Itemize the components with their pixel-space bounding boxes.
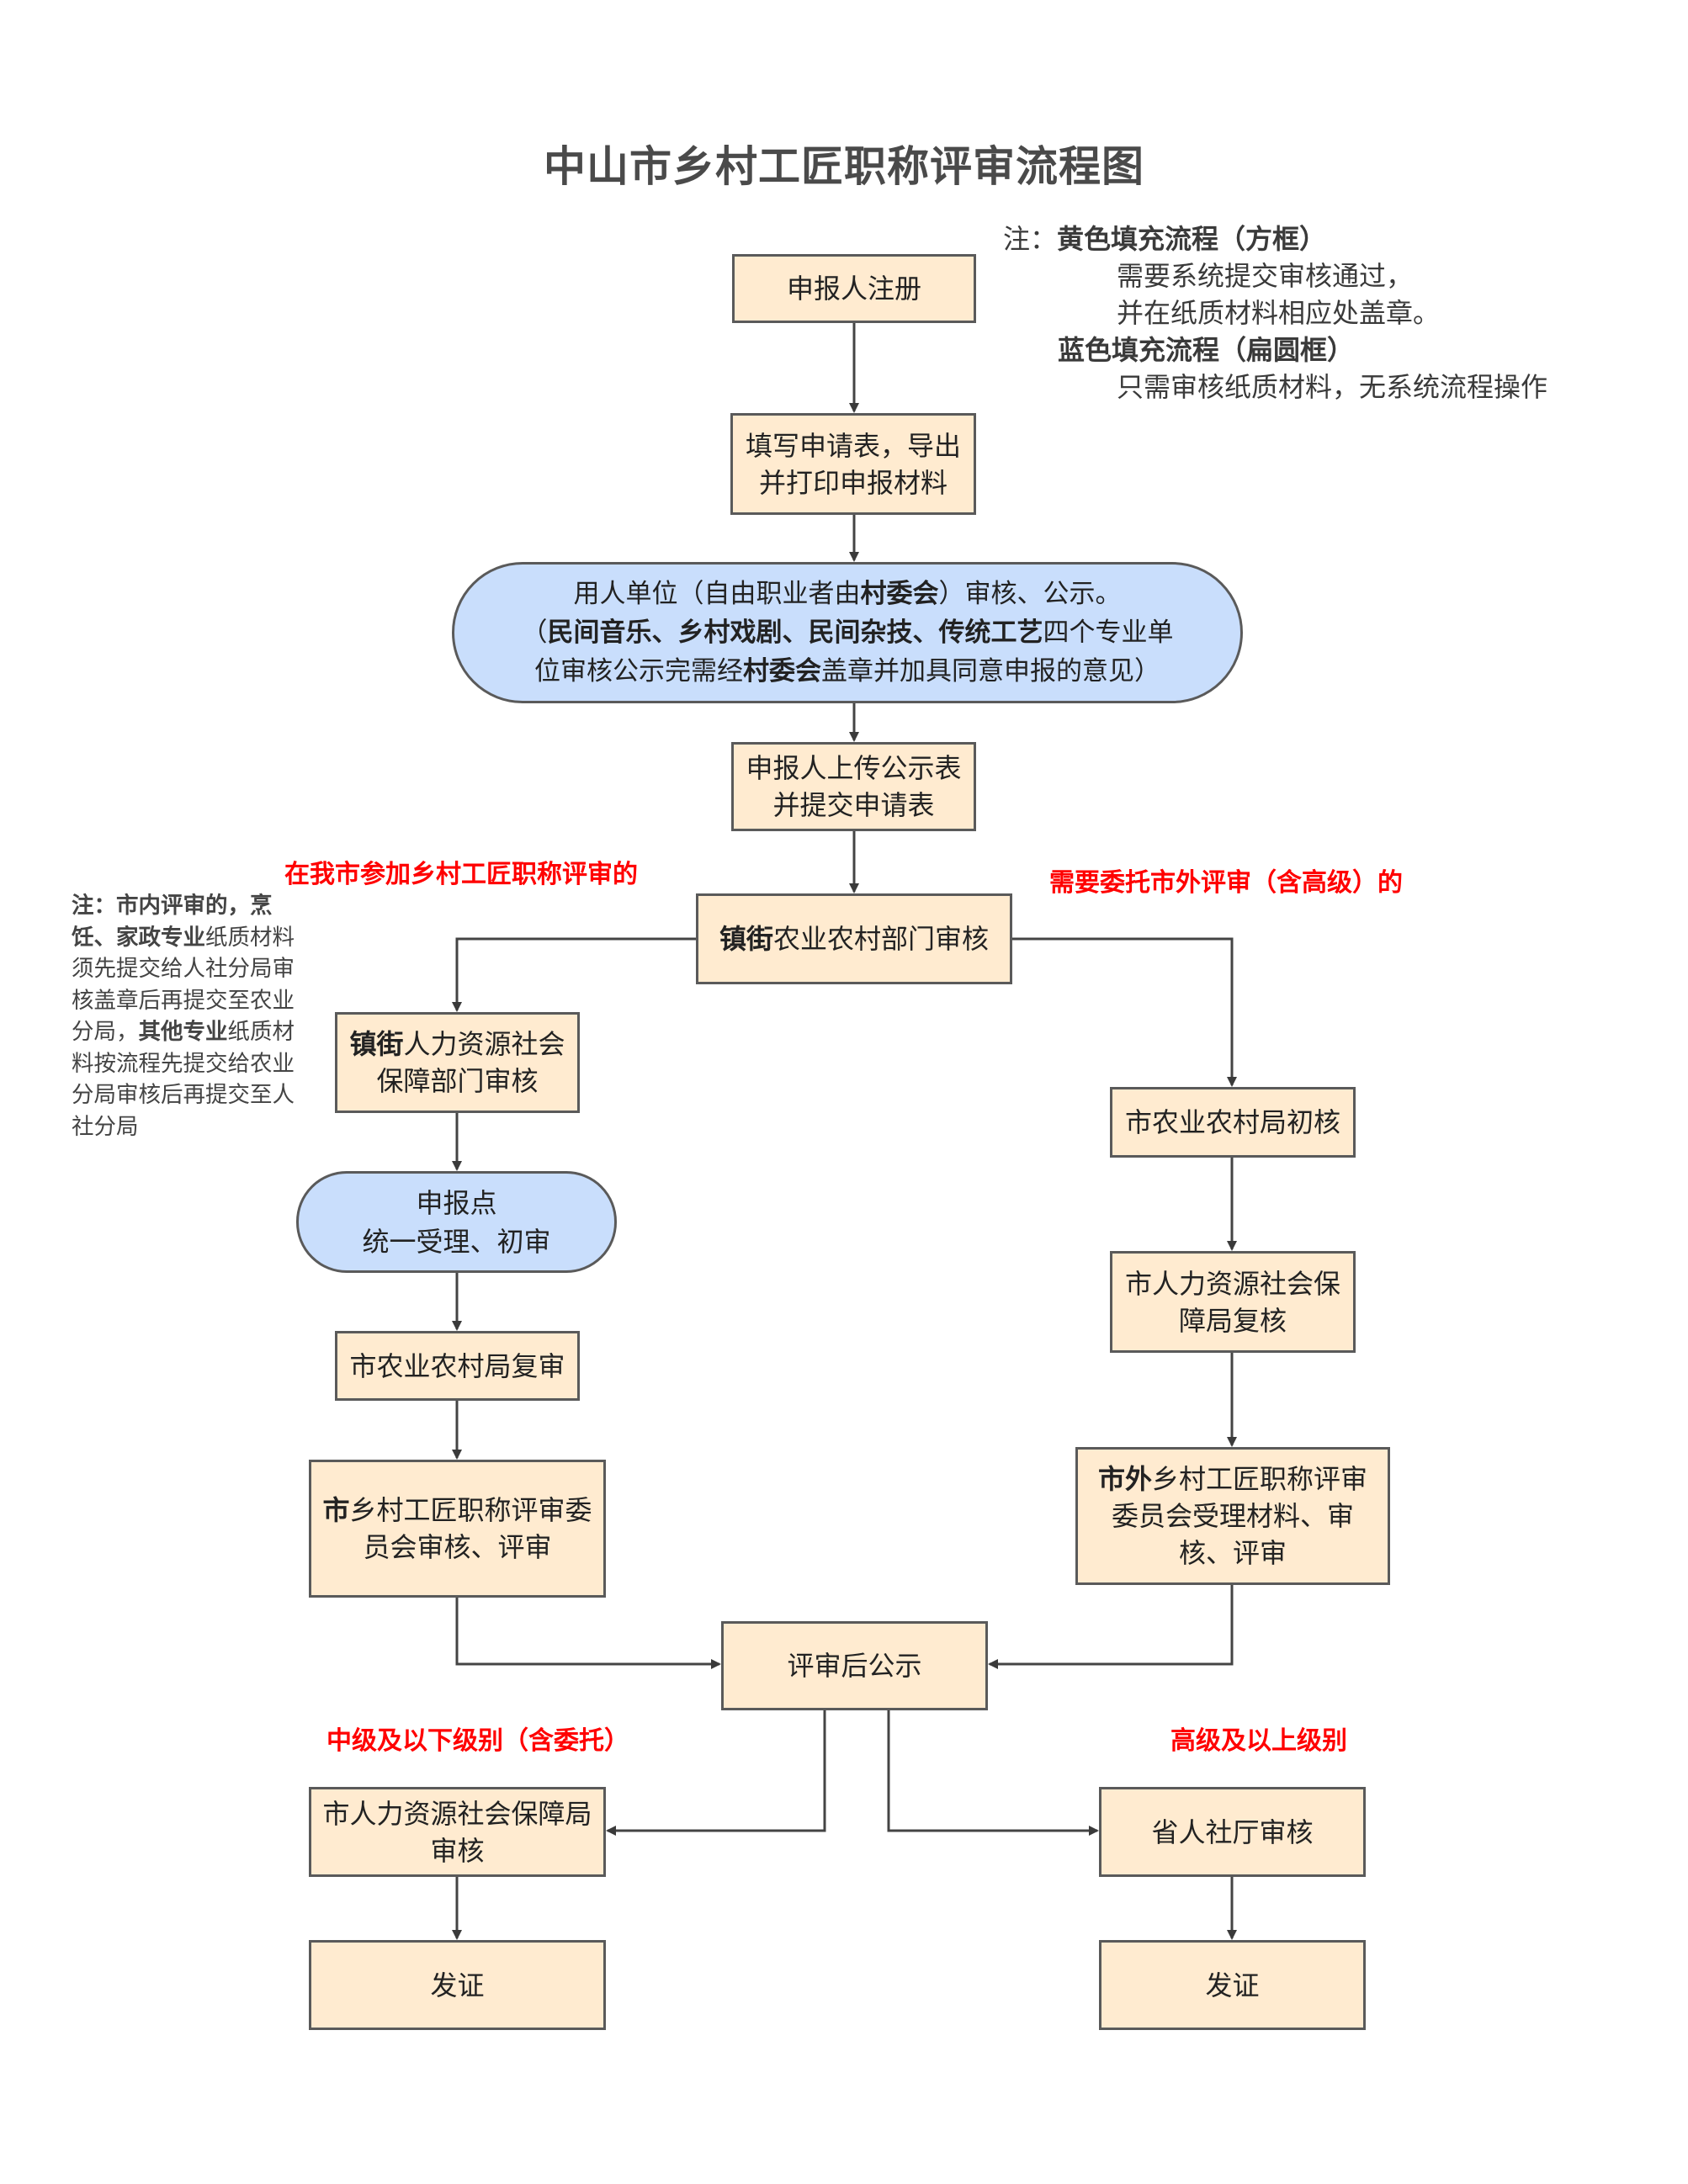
branch-label-outside: 需要委托市外评审（含高级）的 xyxy=(1049,868,1403,898)
side-note-bold: 注：市内评审的，烹饪、家政专业 xyxy=(72,893,273,951)
step-town-hr-line1: 人力资源社会 xyxy=(403,1028,565,1060)
side-note-bold: 其他专业 xyxy=(138,1019,228,1045)
step-town-hr-line2: 保障部门审核 xyxy=(376,1065,539,1097)
side-note-text: 纸质材料按流程先提交给农业分局审核后再提交至人社分局 xyxy=(72,1019,295,1140)
legend-prefix: 注： xyxy=(1003,223,1058,255)
arrow-publicity-to-province xyxy=(887,1710,1099,1836)
step-declare-point-line2: 统一受理、初审 xyxy=(362,1225,551,1258)
arrow-town-to-city-agri-initial xyxy=(1012,937,1237,1087)
step-register: 申报人注册 xyxy=(732,254,976,323)
step-outside-committee-bold: 市外 xyxy=(1097,1463,1152,1495)
step-city-hr-recheck-line2: 障局复核 xyxy=(1178,1304,1287,1337)
side-note-text: 纸质材料须先提交给人社分局审核盖章后再提交至农业分局， xyxy=(72,924,295,1046)
step-certificate-right: 发证 xyxy=(1099,1940,1366,2030)
step-city-hr-recheck-line1: 市人力资源社会保 xyxy=(1124,1267,1340,1300)
step-upload-line2: 并提交申请表 xyxy=(772,789,935,821)
step-city-agri-initial-label: 市农业农村局初核 xyxy=(1124,1106,1340,1138)
step-declare-point: 申报点 统一受理、初审 xyxy=(296,1171,617,1273)
step-town-agri-label: 农业农村部门审核 xyxy=(773,923,990,955)
step-city-agri-initial: 市农业农村局初核 xyxy=(1110,1087,1356,1158)
employer-text-bold: 村委会 xyxy=(860,579,939,609)
employer-text: 四个专业单 xyxy=(1043,618,1174,648)
employer-text-bold: 民间音乐、乡村戏剧、民间杂技、传统工艺 xyxy=(547,618,1043,648)
step-town-hr-bold: 镇街 xyxy=(349,1028,404,1060)
page-title: 中山市乡村工匠职称评审流程图 xyxy=(544,141,1144,191)
step-employer-review: 用人单位（自由职业者由村委会）审核、公示。 （民间音乐、乡村戏剧、民间杂技、传统… xyxy=(452,562,1243,703)
step-city-agri-recheck: 市农业农村局复审 xyxy=(335,1331,580,1401)
legend-blue-title: 蓝色填充流程（扁圆框） xyxy=(1058,334,1355,366)
step-certificate-right-label: 发证 xyxy=(1205,1969,1260,2001)
step-province-hr-review-label: 省人社厅审核 xyxy=(1151,1816,1314,1848)
step-city-hr-recheck: 市人力资源社会保 障局复核 xyxy=(1110,1251,1356,1353)
step-certificate-left: 发证 xyxy=(309,1940,606,2030)
employer-text: 位审核公示完需经 xyxy=(534,656,743,686)
step-city-hr-review-line1: 市人力资源社会保障局 xyxy=(322,1797,592,1830)
step-upload-line1: 申报人上传公示表 xyxy=(746,752,962,784)
step-upload: 申报人上传公示表 并提交申请表 xyxy=(731,742,976,831)
step-certificate-left-label: 发证 xyxy=(430,1969,485,2001)
employer-text: 用人单位（自由职业者由 xyxy=(573,579,861,609)
step-city-agri-recheck-label: 市农业农村局复审 xyxy=(349,1349,565,1382)
step-register-label: 申报人注册 xyxy=(786,273,921,305)
side-note: 注：市内评审的，烹饪、家政专业纸质材料须先提交给人社分局审核盖章后再提交至农业分… xyxy=(72,890,316,1142)
branch-label-senior: 高级及以上级别 xyxy=(1170,1726,1347,1756)
step-town-agri-bold: 镇街 xyxy=(719,923,773,955)
step-outside-committee-line3: 核、评审 xyxy=(1178,1537,1287,1569)
step-city-committee: 市乡村工匠职称评审委 员会审核、评审 xyxy=(309,1460,606,1598)
employer-text-bold: 村委会 xyxy=(743,656,821,686)
step-city-hr-review-line2: 审核 xyxy=(430,1834,485,1867)
legend-blue-desc: 只需审核纸质材料，无系统流程操作 xyxy=(1117,371,1548,403)
step-city-hr-review: 市人力资源社会保障局 审核 xyxy=(309,1787,606,1877)
step-outside-committee-line2: 委员会受理材料、审 xyxy=(1111,1500,1354,1532)
arrow-committee-to-publicity xyxy=(455,1598,721,1669)
step-city-committee-line2: 员会审核、评审 xyxy=(363,1531,552,1563)
employer-text: ）审核、公示。 xyxy=(938,579,1122,609)
step-fill-form: 填写申请表，导出 并打印申报材料 xyxy=(730,413,976,515)
step-fill-form-line1: 填写申请表，导出 xyxy=(745,429,961,462)
step-post-review-publicity-label: 评审后公示 xyxy=(787,1650,922,1682)
step-city-committee-bold: 市 xyxy=(322,1494,350,1526)
legend-yellow-desc-2: 并在纸质材料相应处盖章。 xyxy=(1117,297,1441,329)
arrow-publicity-to-city-hr xyxy=(606,1710,826,1836)
step-city-committee-line1: 乡村工匠职称评审委 xyxy=(349,1494,592,1526)
step-post-review-publicity: 评审后公示 xyxy=(721,1621,988,1710)
step-outside-committee: 市外乡村工匠职称评审 委员会受理材料、审 核、评审 xyxy=(1075,1447,1390,1585)
step-town-agri: 镇街农业农村部门审核 xyxy=(696,893,1012,984)
step-outside-committee-line1: 乡村工匠职称评审 xyxy=(1152,1463,1368,1495)
step-fill-form-line2: 并打印申报材料 xyxy=(758,466,948,499)
arrow-town-to-town-hr xyxy=(452,937,696,1012)
branch-label-local: 在我市参加乡村工匠职称评审的 xyxy=(284,860,638,889)
step-declare-point-line1: 申报点 xyxy=(416,1186,497,1219)
legend-yellow-desc-1: 需要系统提交审核通过， xyxy=(1117,260,1414,292)
employer-text: （ xyxy=(521,618,548,648)
legend-yellow-title: 黄色填充流程（方框） xyxy=(1057,223,1327,255)
employer-text: 盖章并加具同意申报的意见） xyxy=(821,656,1160,686)
arrow-outside-to-publicity xyxy=(988,1585,1234,1669)
step-province-hr-review: 省人社厅审核 xyxy=(1099,1787,1366,1877)
step-town-hr: 镇街人力资源社会 保障部门审核 xyxy=(335,1012,580,1113)
branch-label-intermediate: 中级及以下级别（含委托） xyxy=(326,1726,629,1756)
legend-note: 注：黄色填充流程（方框） 需要系统提交审核通过， 并在纸质材料相应处盖章。 蓝色… xyxy=(1003,220,1547,406)
